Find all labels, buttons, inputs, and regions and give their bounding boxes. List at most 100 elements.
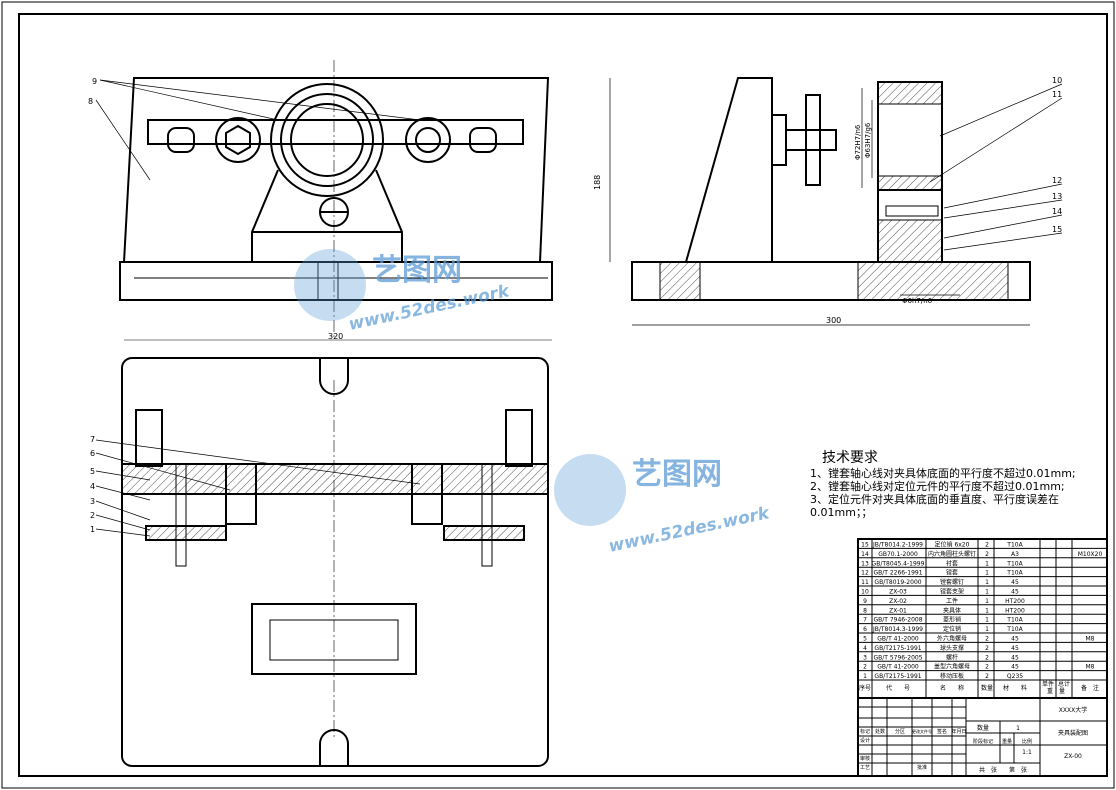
qty-value: 1 [1016,725,1020,732]
bom-no: 1 [863,673,867,680]
bom-code: ZX-03 [889,589,907,596]
date-label: 年月日 [951,728,966,735]
bom-code: GB70.1-2000 [878,551,918,558]
sign-label: 签名 [937,728,947,735]
bom-qty: 1 [985,589,989,596]
bom-no: 14 [861,551,869,558]
part-label-10: 10 [1052,76,1062,85]
bom-code: GB/T8045.4-1999 [872,560,925,567]
bom-name: 定位销 [943,625,961,633]
bom-no: 7 [863,617,867,624]
bom-material: T10A [1006,617,1023,624]
bom-no: 9 [863,598,867,605]
bom-material: 45 [1011,589,1019,596]
bom-no: 4 [863,645,867,652]
bom-header-qty: 数量 [981,684,993,692]
part-label-14: 14 [1052,207,1062,216]
bom-note: M8 [1086,636,1095,643]
bom-code: JB/T8014.2-1999 [872,542,923,549]
watermark-logo-icon [294,249,366,321]
bom-code: GB/T2175-1991 [874,645,921,652]
bom-code: GB/T 2266-1991 [873,570,922,577]
watermark-brand: 艺图网 [372,253,462,288]
scale-value: 1:1 [1022,749,1032,756]
bom-code: GB/T 41-2000 [877,636,919,643]
stage-label: 阶段标记 [973,738,993,745]
bom-qty: 1 [985,607,989,614]
bom-qty: 2 [985,654,989,661]
dim-63: Φ63H7/g6 [864,122,872,158]
bom-material: Q235 [1007,673,1023,680]
part-label-7: 7 [90,435,95,444]
bom-header-code: 代 号 [886,684,910,692]
bom-qty: 1 [985,617,989,624]
bom-qty: 1 [985,560,989,567]
part-label-15: 15 [1052,225,1062,234]
design-label: 设计 [860,737,870,744]
change-label: 更改文件号 [912,728,932,734]
bom-no: 3 [863,654,867,661]
qty-label: 数量 [977,724,989,732]
drawing-title: 夹具装配图 [1058,729,1088,737]
technical-requirements: 技术要求 1、镗套轴心线对夹具体底面的平行度不超过0.01mm; 2、镗套轴心线… [810,451,1116,519]
bom-name: 镗套 [946,569,958,577]
bom-material: HT200 [1005,607,1025,614]
bom-no: 2 [863,664,867,671]
bom-qty: 1 [985,598,989,605]
process-label: 工艺 [860,765,870,771]
tech-item: 1、镗套轴心线对夹具体底面的平行度不超过0.01mm; [810,467,1076,480]
part-label-13: 13 [1052,192,1062,201]
bom-no: 6 [863,626,867,633]
part-label-1: 1 [90,525,95,534]
part-label-4: 4 [90,482,95,491]
bom-qty: 2 [985,551,989,558]
bom-qty: 2 [985,664,989,671]
bom-name: 夹具体 [943,606,961,614]
bom-note: M8 [1086,664,1095,671]
bom-header-weight: 重 量 [1047,687,1065,695]
bom-header-total: 总计 [1058,680,1070,688]
part-label-11: 11 [1052,90,1062,99]
watermark-url: www.52des.work [347,281,513,335]
bom-name: 盖型六角螺母 [934,663,970,671]
zone-label: 分区 [895,728,905,735]
count-label: 处数 [875,728,885,735]
bom-name: 定位销 6x20 [935,541,970,549]
bom-material: A3 [1011,551,1019,558]
bom-code: JB/T8014.3-1999 [872,626,923,633]
bom-qty: 1 [985,570,989,577]
bom-qty: 1 [985,579,989,586]
bom-material: T10A [1006,560,1023,567]
bom-name: 镗套支架 [940,588,964,596]
bom-header-note: 备 注 [1081,684,1099,692]
front-view [119,60,553,340]
tech-item: 3、定位元件对夹具体底面的垂直度、平行度误差在0.01mm；； [810,493,1059,519]
bom-note: M10X20 [1078,551,1103,558]
bom-header-no: 序号 [859,684,871,692]
bom-material: 45 [1011,664,1019,671]
bom-qty: 2 [985,636,989,643]
part-label-2: 2 [90,511,95,520]
drawing-number: ZX-00 [1064,753,1082,760]
bom-code: GB/T8019-2000 [874,579,921,586]
bom-no: 11 [861,579,869,586]
bom-material: HT200 [1005,598,1025,605]
bom-code: GB/T 5796-2005 [873,654,922,661]
part-label-3: 3 [90,497,95,506]
bom-header-single: 单件 [1042,680,1054,688]
mark-label: 标记 [860,728,870,735]
